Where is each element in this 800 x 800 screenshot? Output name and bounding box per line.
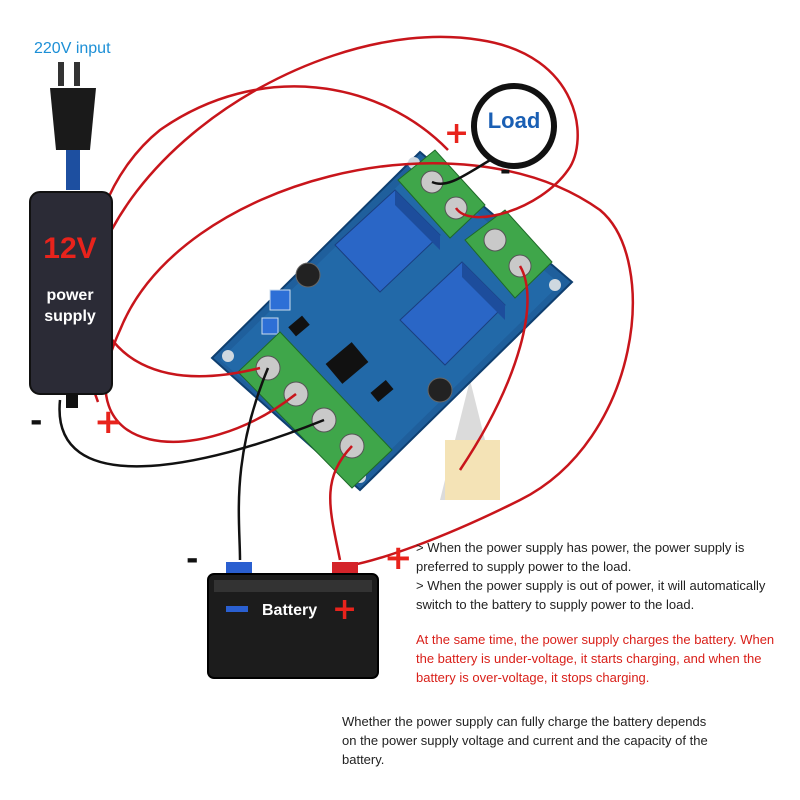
input-voltage-label: 220V input	[34, 40, 111, 57]
supply-plus-sign: +	[94, 402, 123, 442]
note-line: At the same time, the power supply charg…	[416, 632, 775, 647]
notes-black: > When the power supply has power, the p…	[416, 538, 786, 614]
note-line: on the power supply voltage and current …	[342, 733, 708, 748]
load-plus-sign: +	[444, 116, 470, 151]
battery-body	[207, 562, 379, 679]
red-wires	[83, 35, 634, 568]
ac-plug	[50, 62, 96, 190]
potentiometer	[269, 289, 291, 311]
note-line: preferred to supply power to the load.	[416, 559, 632, 574]
controller-board	[210, 150, 574, 492]
note-line: > When the power supply is out of power,…	[416, 578, 766, 593]
supply-minus-sign: -	[30, 404, 43, 439]
note-line: Whether the power supply can fully charg…	[342, 714, 707, 729]
load-circle	[471, 83, 557, 169]
capacitor	[295, 262, 321, 288]
notes-bottom: Whether the power supply can fully charg…	[342, 712, 742, 769]
terminal-block-load	[397, 149, 486, 239]
mount-hole	[222, 350, 234, 362]
power-supply-adapter	[29, 191, 113, 408]
load-label: Load	[487, 108, 541, 133]
watermark	[440, 380, 500, 500]
note-line: battery.	[342, 752, 385, 767]
psu-name-label: power supply	[32, 285, 108, 327]
psu-name-line2: supply	[44, 308, 96, 325]
load-minus-sign: -	[500, 156, 511, 186]
note-line: > When the power supply has power, the p…	[416, 540, 745, 555]
psu-voltage-label: 12V	[43, 232, 97, 265]
battery-minus-sign: -	[186, 542, 199, 577]
relay-1	[334, 189, 441, 293]
battery-plus-sign: +	[384, 538, 413, 578]
notes-red: At the same time, the power supply charg…	[416, 630, 786, 687]
capacitor	[427, 377, 453, 403]
battery-face-plus: +	[332, 592, 358, 627]
psu-name-line1: power	[46, 287, 94, 304]
note-line: the battery is under-voltage, it starts …	[416, 651, 762, 666]
ic-chip	[325, 342, 369, 384]
potentiometer	[261, 317, 279, 335]
mount-hole	[549, 279, 561, 291]
relay-2	[399, 261, 506, 366]
note-line: switch to the battery to supply power to…	[416, 597, 695, 612]
note-line: battery is over-voltage, it stops chargi…	[416, 670, 650, 685]
battery-label: Battery	[262, 602, 318, 619]
